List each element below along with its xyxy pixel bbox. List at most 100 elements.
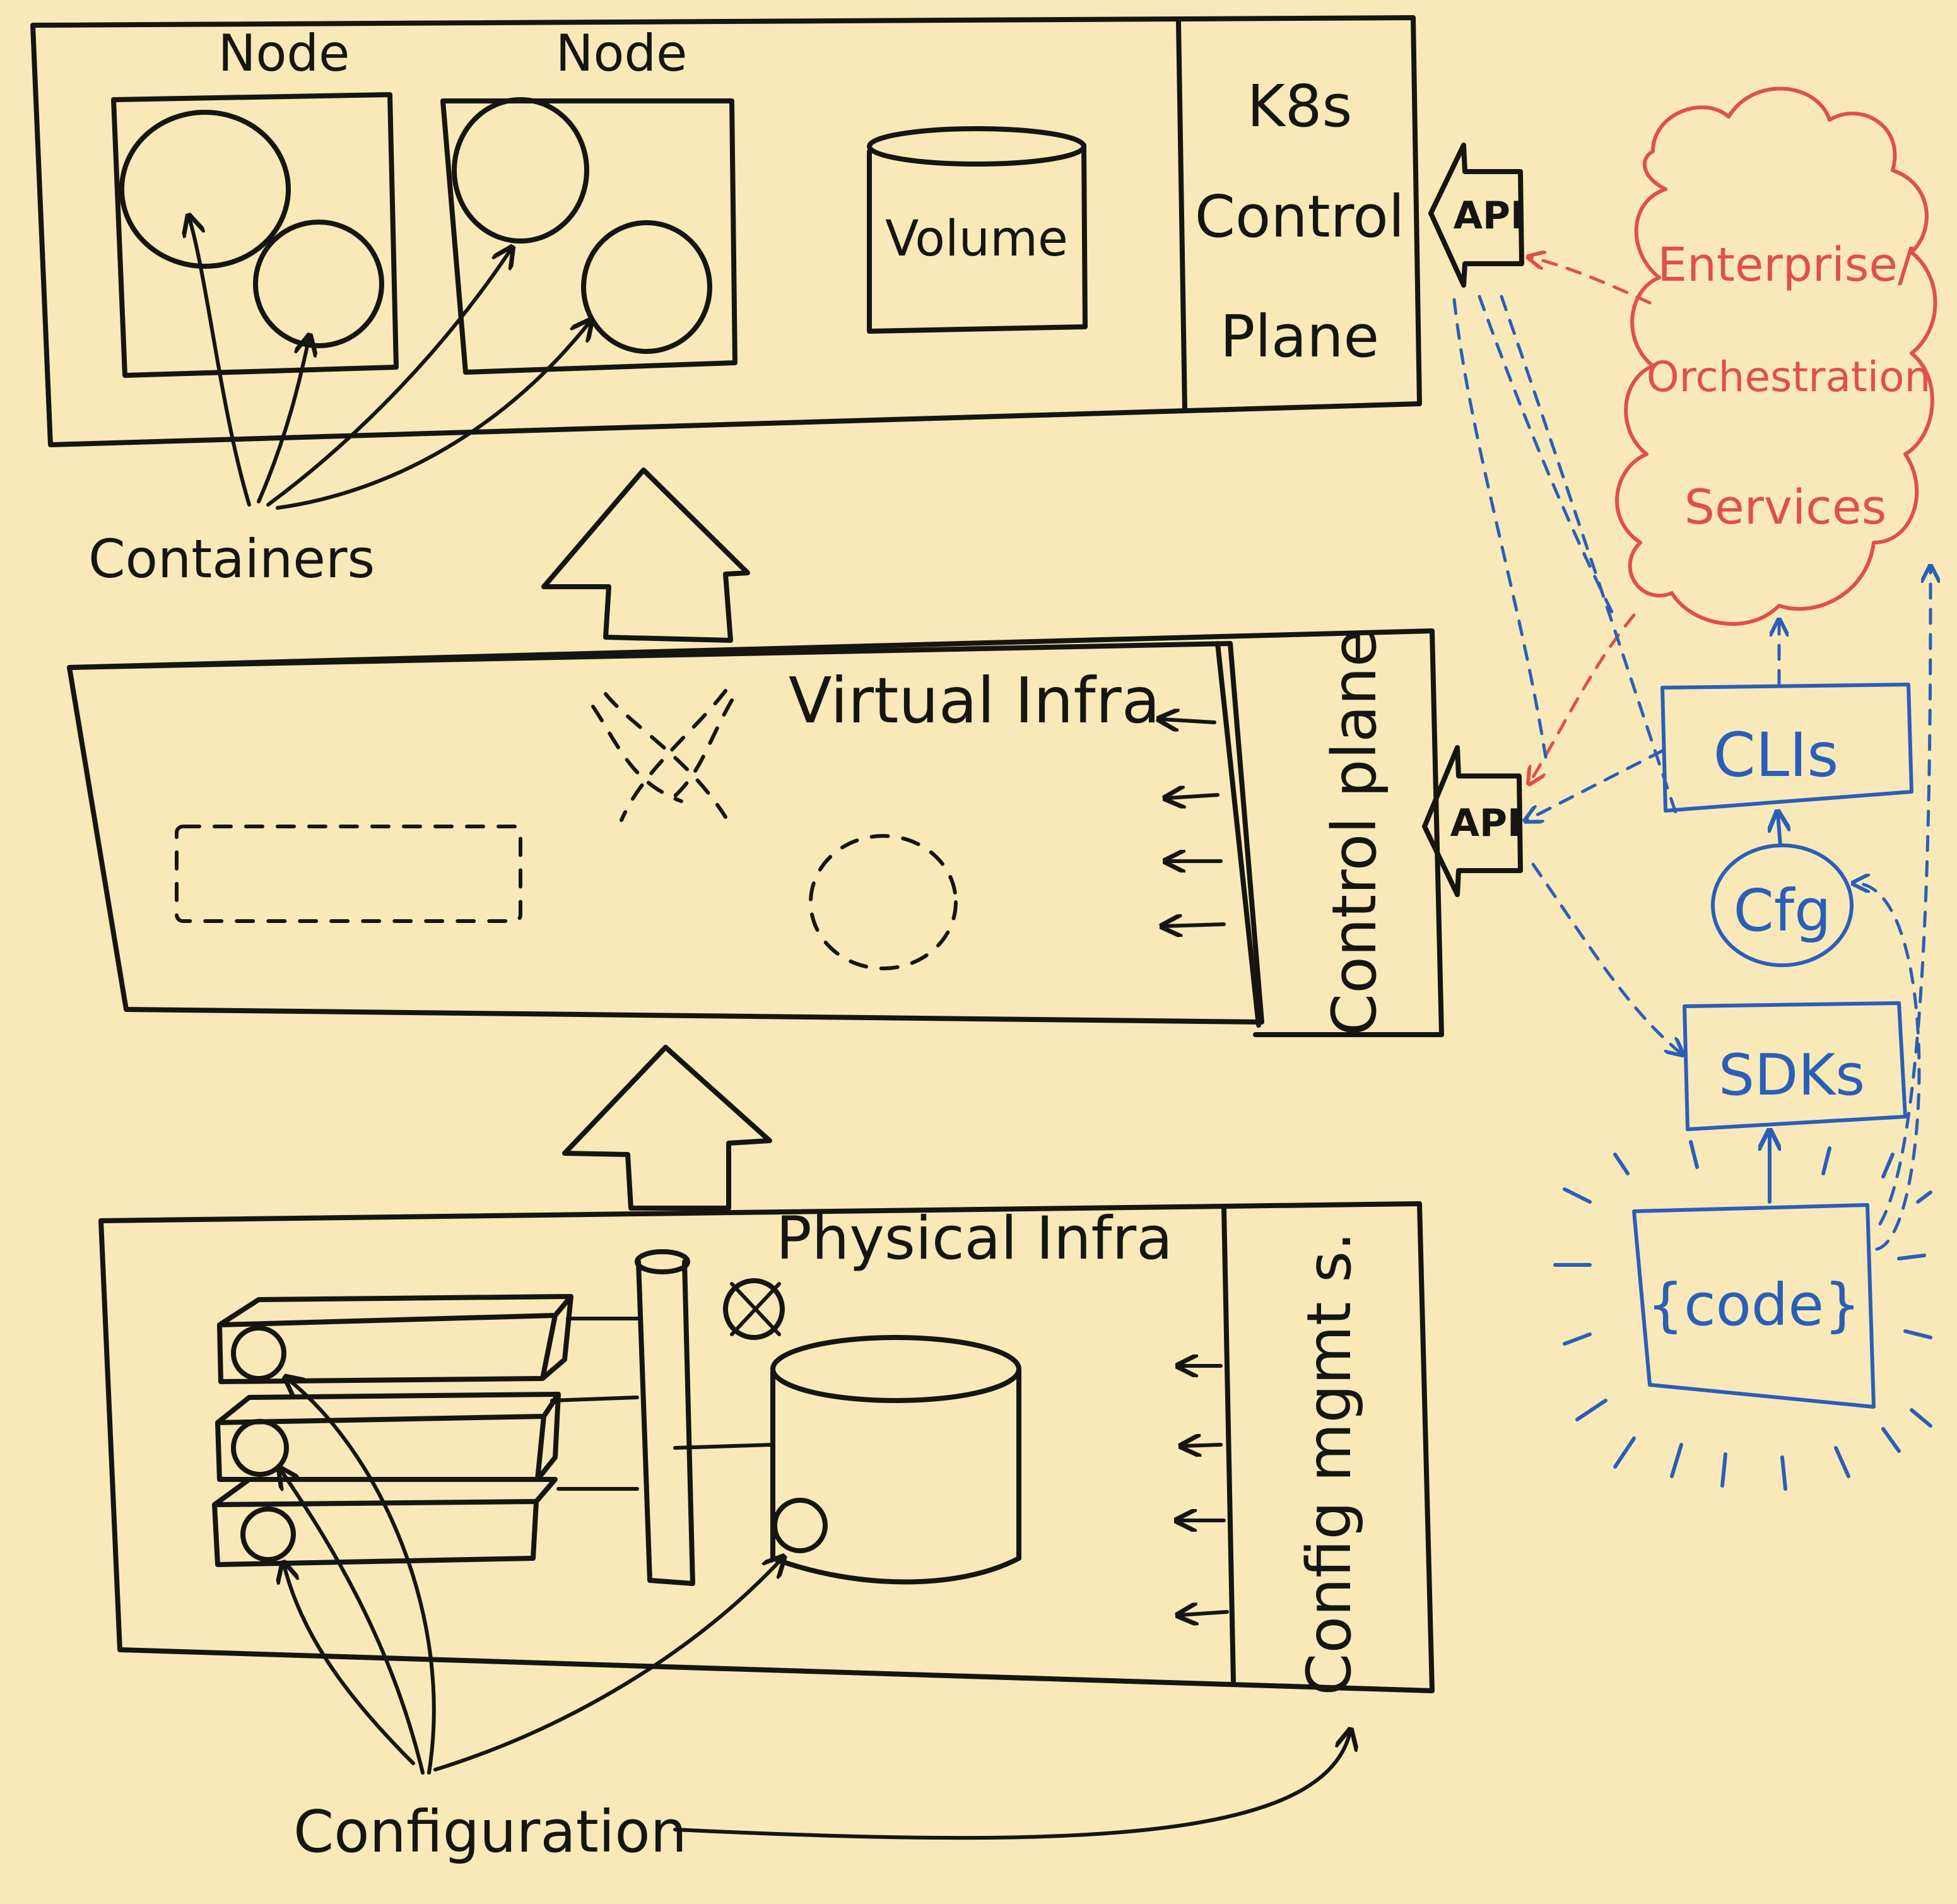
- containers-arrow-4: [276, 322, 590, 510]
- server-stack: [212, 1294, 639, 1567]
- configuration-arrow-1: [287, 1378, 436, 1775]
- cfg-circle: Cfg: [1711, 843, 1854, 967]
- code-glow-rays: [1553, 1140, 1932, 1491]
- node-2-container-b: [581, 220, 712, 354]
- configuration-label: Configuration: [293, 1798, 687, 1866]
- k8s-control-plane-divider: [1176, 20, 1187, 411]
- volume-cylinder-top: [867, 126, 1086, 167]
- clis-box-shape: [1660, 683, 1913, 813]
- virtual-api-to-sdks: [1531, 862, 1681, 1054]
- configuration-arrow-3: [284, 1565, 415, 1765]
- configuration-arrow-5: [673, 1732, 1350, 1840]
- k8s-control-plane-line1: K8s: [1247, 73, 1353, 140]
- clis-box: CLIs: [1660, 683, 1913, 813]
- server-2-port: [231, 1419, 289, 1477]
- server-2: [215, 1392, 561, 1482]
- containers-annotation: Containers: [88, 218, 590, 590]
- virtual-api-label: API: [1450, 801, 1522, 845]
- physical-cm-arrow-4: [1180, 1612, 1229, 1615]
- enterprise-to-k8s-api: [1530, 257, 1652, 305]
- up-arrow-physical-to-virtual: [562, 1045, 772, 1211]
- configuration-annotation: Configuration: [281, 1378, 1350, 1866]
- node-2: Node: [440, 24, 738, 375]
- k8s-control-plane: K8s Control Plane: [1176, 20, 1405, 411]
- code-to-enterprise-dashed: [1878, 568, 1931, 1226]
- node-2-container-a: [452, 97, 589, 244]
- server-1: [217, 1294, 573, 1384]
- node-1: Node: [111, 24, 399, 378]
- virtual-network-placeholder: [591, 689, 734, 822]
- physical-storage-top: [770, 1335, 1021, 1403]
- node-2-box: [440, 98, 738, 375]
- enterprise-cloud-shape: [1615, 86, 1937, 626]
- node-1-container-b: [253, 220, 384, 348]
- kubernetes-layer: Node Node Volume K8s Control Plane API: [30, 15, 1525, 447]
- virtual-layer-frame: [67, 641, 1264, 1025]
- server-links: [550, 1317, 639, 1491]
- network-pipe-top: [635, 1249, 690, 1274]
- clis-label: CLIs: [1713, 720, 1839, 790]
- tools: CLIs Cfg SDKs {code}: [1452, 295, 1932, 1491]
- physical-storage-port: [772, 1498, 828, 1553]
- node-1-container-a: [119, 110, 291, 269]
- network-pipe: [635, 1249, 785, 1586]
- k8s-api-label: API: [1454, 194, 1525, 238]
- k8s-api-dashed-2: [1478, 295, 1617, 620]
- k8s-api-tag-shape: [1428, 143, 1524, 288]
- virtual-storage-placeholder: [809, 834, 958, 970]
- node-1-box: [111, 92, 399, 378]
- k8s-control-plane-line3: Plane: [1220, 303, 1379, 370]
- cfg-to-clis-arrow: [1778, 814, 1780, 847]
- k8s-api-dashed-1: [1452, 298, 1548, 759]
- enterprise-line2: Orchestration: [1647, 353, 1931, 401]
- server-3: [212, 1477, 558, 1567]
- virtual-control-plane-label: Control plane: [1319, 630, 1390, 1036]
- enterprise-cloud: Enterprise/ Orchestration Services: [1530, 86, 1937, 782]
- code-label: {code}: [1647, 1271, 1861, 1339]
- config-mgmt-divider: [1221, 1206, 1236, 1684]
- containers-arrow-1: [189, 218, 251, 507]
- network-pipe-link: [673, 1443, 775, 1450]
- virtual-cp-arrow-2: [1167, 795, 1219, 798]
- cfg-label: Cfg: [1733, 877, 1831, 944]
- physical-layer: Physical Infra Config mgmt s.: [98, 1201, 1435, 1696]
- code-to-cfg-dashed: [1855, 883, 1921, 1251]
- containers-label: Containers: [88, 528, 375, 590]
- node-2-label: Node: [556, 24, 688, 83]
- up-arrow-virtual-to-k8s: [541, 467, 750, 643]
- physical-layer-frame: [98, 1201, 1435, 1693]
- virtual-cp-arrow-4: [1164, 924, 1226, 926]
- clis-to-virtual-api: [1527, 749, 1664, 820]
- sdks-box-shape: [1683, 1001, 1907, 1131]
- virtual-cp-arrow-1: [1161, 719, 1216, 722]
- enterprise-line1: Enterprise/: [1657, 238, 1913, 292]
- server-3-port: [240, 1507, 296, 1562]
- virtual-layer-top-edge: [67, 628, 1444, 1037]
- network-pipe-body: [636, 1259, 695, 1586]
- configuration-arrow-2: [281, 1470, 425, 1775]
- sdks-box: SDKs: [1683, 1001, 1907, 1131]
- physical-storage: [770, 1335, 1021, 1585]
- code-box: {code}: [1553, 1140, 1932, 1491]
- config-mgmt-label: Config mgmt s.: [1294, 1231, 1365, 1695]
- k8s-control-plane-line2: Control: [1195, 183, 1405, 250]
- containers-arrow-2: [257, 338, 309, 503]
- router-cross: [730, 1282, 781, 1336]
- k8s-api-dashed-3: [1500, 295, 1680, 822]
- physical-infra-label: Physical Infra: [776, 1204, 1173, 1273]
- virtual-server-placeholder: [175, 825, 522, 923]
- code-box-shape: [1632, 1203, 1876, 1409]
- router-icon: [723, 1278, 785, 1340]
- virtual-api-tag: API: [1422, 745, 1523, 897]
- physical-storage-body: [770, 1366, 1021, 1585]
- enterprise-line3: Services: [1684, 479, 1886, 535]
- kubernetes-layer-frame: [30, 15, 1422, 447]
- server-1-port: [231, 1325, 286, 1381]
- virtual-infra-label: Virtual Infra: [789, 664, 1160, 738]
- sdks-label: SDKs: [1719, 1042, 1865, 1108]
- volume-label: Volume: [885, 211, 1068, 267]
- physical-cm-arrow-2: [1183, 1445, 1223, 1446]
- virtual-layer: Virtual Infra Control plane API: [67, 628, 1523, 1037]
- volume: Volume: [867, 126, 1088, 334]
